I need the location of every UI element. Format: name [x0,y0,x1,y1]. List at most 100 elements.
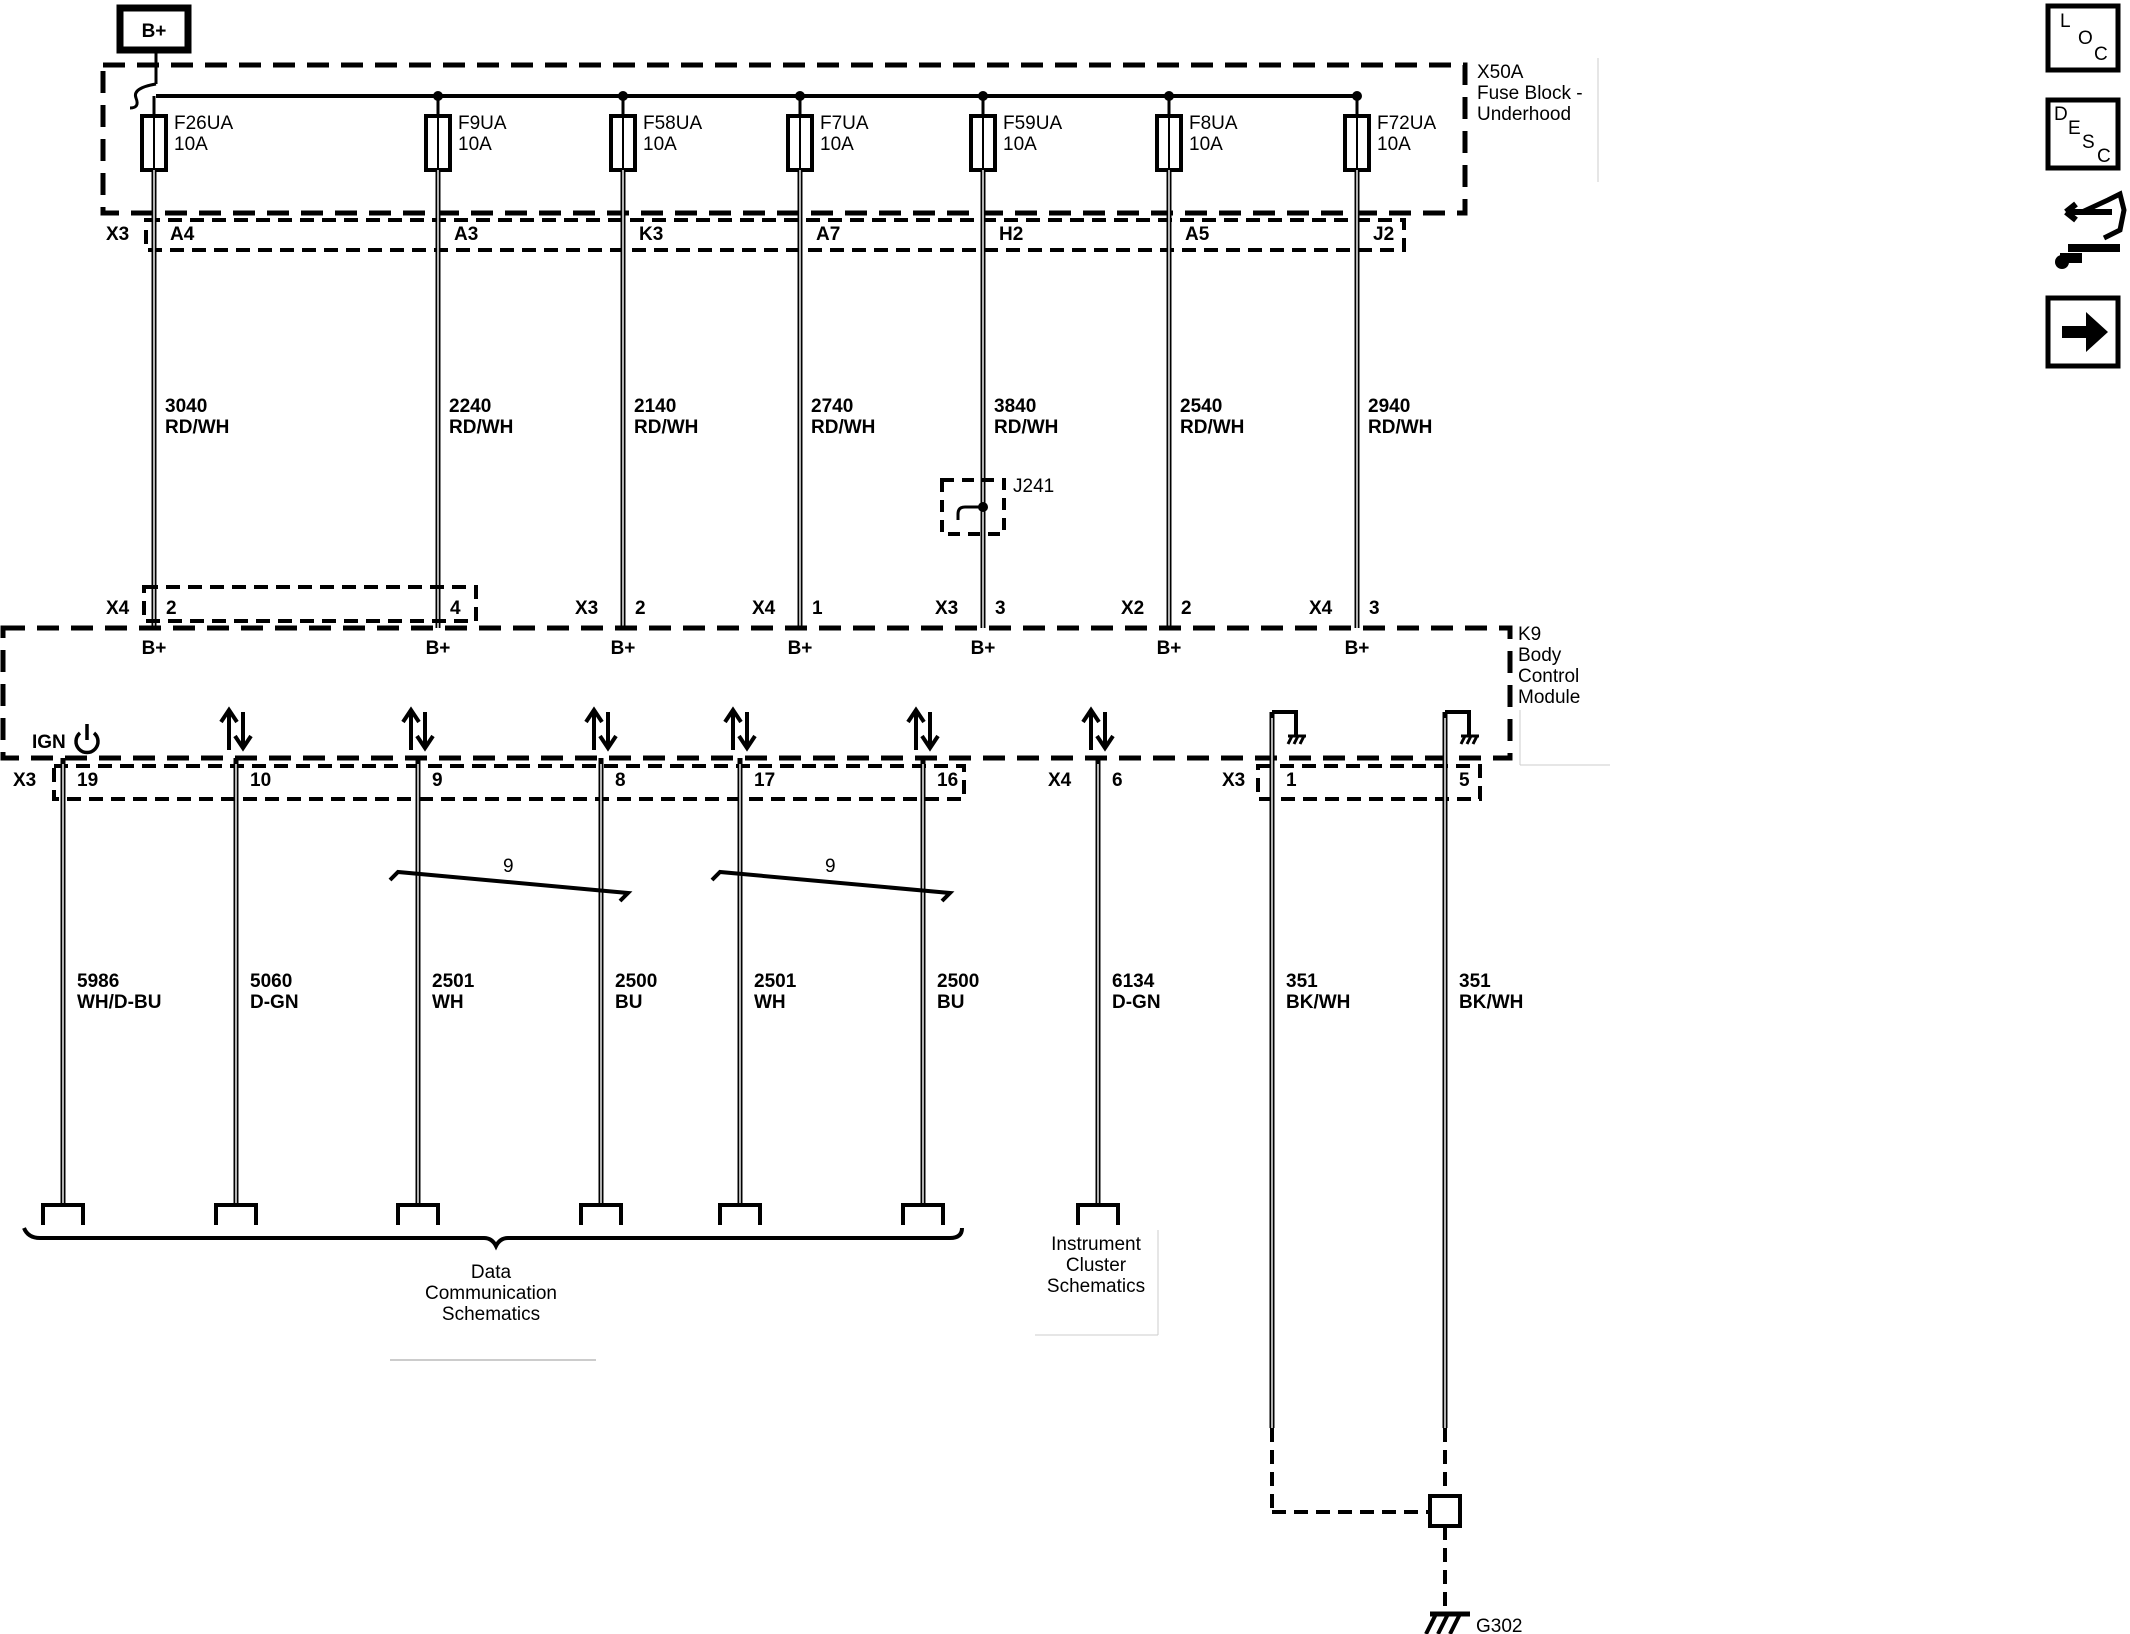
wire-color-3040: RD/WH [165,417,229,438]
data-comm-ref-1: Data [471,1262,512,1283]
bottom-color-1: D-GN [250,992,299,1013]
bcm-line-3: Module [1518,687,1580,708]
desc-letter-c: C [2097,146,2111,167]
loc-letter-o: O [2078,28,2093,49]
fuse-rating-f8ua: 10A [1189,134,1223,155]
data-down-arrow-1 [233,712,253,752]
ground-splice-box [1428,1494,1462,1528]
inline-connector-2 [396,1203,440,1225]
wire-color-2940: RD/WH [1368,417,1432,438]
bcm-bplus-f59ua: B+ [971,638,996,659]
bottom-pin-0: 19 [77,770,98,791]
bottom-color-2: WH [432,992,464,1013]
bcm-ground-lead-8 [1445,710,1471,736]
loc-letter-c: C [2094,44,2108,65]
bottom-color-5: BU [937,992,964,1013]
fuse-rating-f9ua: 10A [458,134,492,155]
data-up-arrow-5 [906,706,926,750]
wire-circuit-2240: 2240 [449,396,491,417]
fuse-rating-f7ua: 10A [820,134,854,155]
bottom-circuit-5: 2500 [937,971,979,992]
wire-circuit-2740: 2740 [811,396,853,417]
bcm-module-outline [0,625,1513,761]
wire-color-2540: RD/WH [1180,417,1244,438]
data-up-arrow-4 [723,706,743,750]
fuse-name-f26ua: F26UA [174,113,233,134]
bcm-pin-f8ua: 2 [1181,598,1192,619]
bottom-pin-7: 1 [1286,770,1297,791]
fuse-block-connector-label: X3 [106,224,129,245]
wire-color-3840: RD/WH [994,417,1058,438]
ignition-power-icon [74,724,100,755]
splice-j241-label: J241 [1013,476,1054,497]
desc-letter-e: E [2068,118,2081,139]
bcm-x4-connector-top [142,585,478,623]
fuse-pin-f9ua: A3 [454,224,478,245]
fuse-name-f8ua: F8UA [1189,113,1238,134]
bcm-ground-lead-7 [1272,710,1298,736]
fuse-block-name: X50A [1477,62,1524,83]
bcm-line-2: Control [1518,666,1579,687]
loc-letter-l: L [2060,11,2071,32]
fuse-pin-f58ua: K3 [639,224,663,245]
fuse-block-x3-connector [144,218,1406,252]
desc-button[interactable]: D E S C [2045,97,2121,171]
bottom-pin-5: 16 [937,770,958,791]
bcm-pin-f58ua: 2 [635,598,646,619]
ground-g302-icon [1424,1611,1470,1634]
bcm-ground-icon-7 [1286,734,1306,745]
data-down-arrow-4 [737,712,757,752]
bottom-circuit-0: 5986 [77,971,119,992]
inline-connector-3 [579,1203,623,1225]
bottom-circuit-1: 5060 [250,971,292,992]
inline-connector-5 [901,1203,945,1225]
data-up-arrow-1 [219,706,239,750]
bottom-pin-3: 8 [615,770,626,791]
fuse-name-f7ua: F7UA [820,113,869,134]
bottom-pin-8: 5 [1459,770,1470,791]
bcm-x3-connector-bottom [52,764,966,801]
bottom-pin-1: 10 [250,770,271,791]
data-up-arrow-6 [1081,706,1101,750]
fuse-pin-f72ua: J2 [1373,224,1394,245]
bcm-pin-f59ua: 3 [995,598,1006,619]
fuse-rating-f72ua: 10A [1377,134,1411,155]
ground-label: G302 [1476,1616,1522,1634]
bcm-pin-f9ua: 4 [450,598,461,619]
bottom-pin-6: 6 [1112,770,1123,791]
data-comm-bracket [22,1227,964,1251]
bcm-bplus-f72ua: B+ [1345,638,1370,659]
fuse-name-f9ua: F9UA [458,113,507,134]
inline-connector-6 [1076,1203,1120,1225]
bottom-connector-label-7: X3 [1222,770,1245,791]
fuse-pin-f59ua: H2 [999,224,1023,245]
bcm-ground-icon-8 [1459,734,1479,745]
connector-repair-icon[interactable] [2055,190,2127,269]
twist-label-1: 9 [503,856,514,877]
bottom-circuit-3: 2500 [615,971,657,992]
wire-color-2240: RD/WH [449,417,513,438]
bottom-circuit-6: 6134 [1112,971,1155,992]
wire-circuit-2540: 2540 [1180,396,1222,417]
bottom-circuit-7: 351 [1286,971,1318,992]
bcm-bplus-f58ua: B+ [611,638,636,659]
wire-circuit-2140: 2140 [634,396,676,417]
bottom-circuit-4: 2501 [754,971,797,992]
loc-button[interactable]: L O C [2045,3,2121,73]
bottom-color-4: WH [754,992,786,1013]
bottom-color-0: WH/D-BU [77,992,161,1013]
inline-connector-1 [214,1203,258,1225]
bottom-circuit-2: 2501 [432,971,475,992]
bottom-color-7: BK/WH [1286,992,1350,1013]
inline-connector-4 [718,1203,762,1225]
bcm-bplus-f7ua: B+ [788,638,813,659]
fuse-pin-f8ua: A5 [1185,224,1210,245]
bottom-circuit-8: 351 [1459,971,1491,992]
next-arrow-icon[interactable] [2045,295,2121,369]
desc-letter-s: S [2082,132,2095,153]
bcm-connector-f59ua: X3 [935,598,958,619]
bcm-pin-f7ua: 1 [812,598,823,619]
fuse-block-outline [100,62,1468,216]
bcm-bplus-f9ua: B+ [426,638,451,659]
